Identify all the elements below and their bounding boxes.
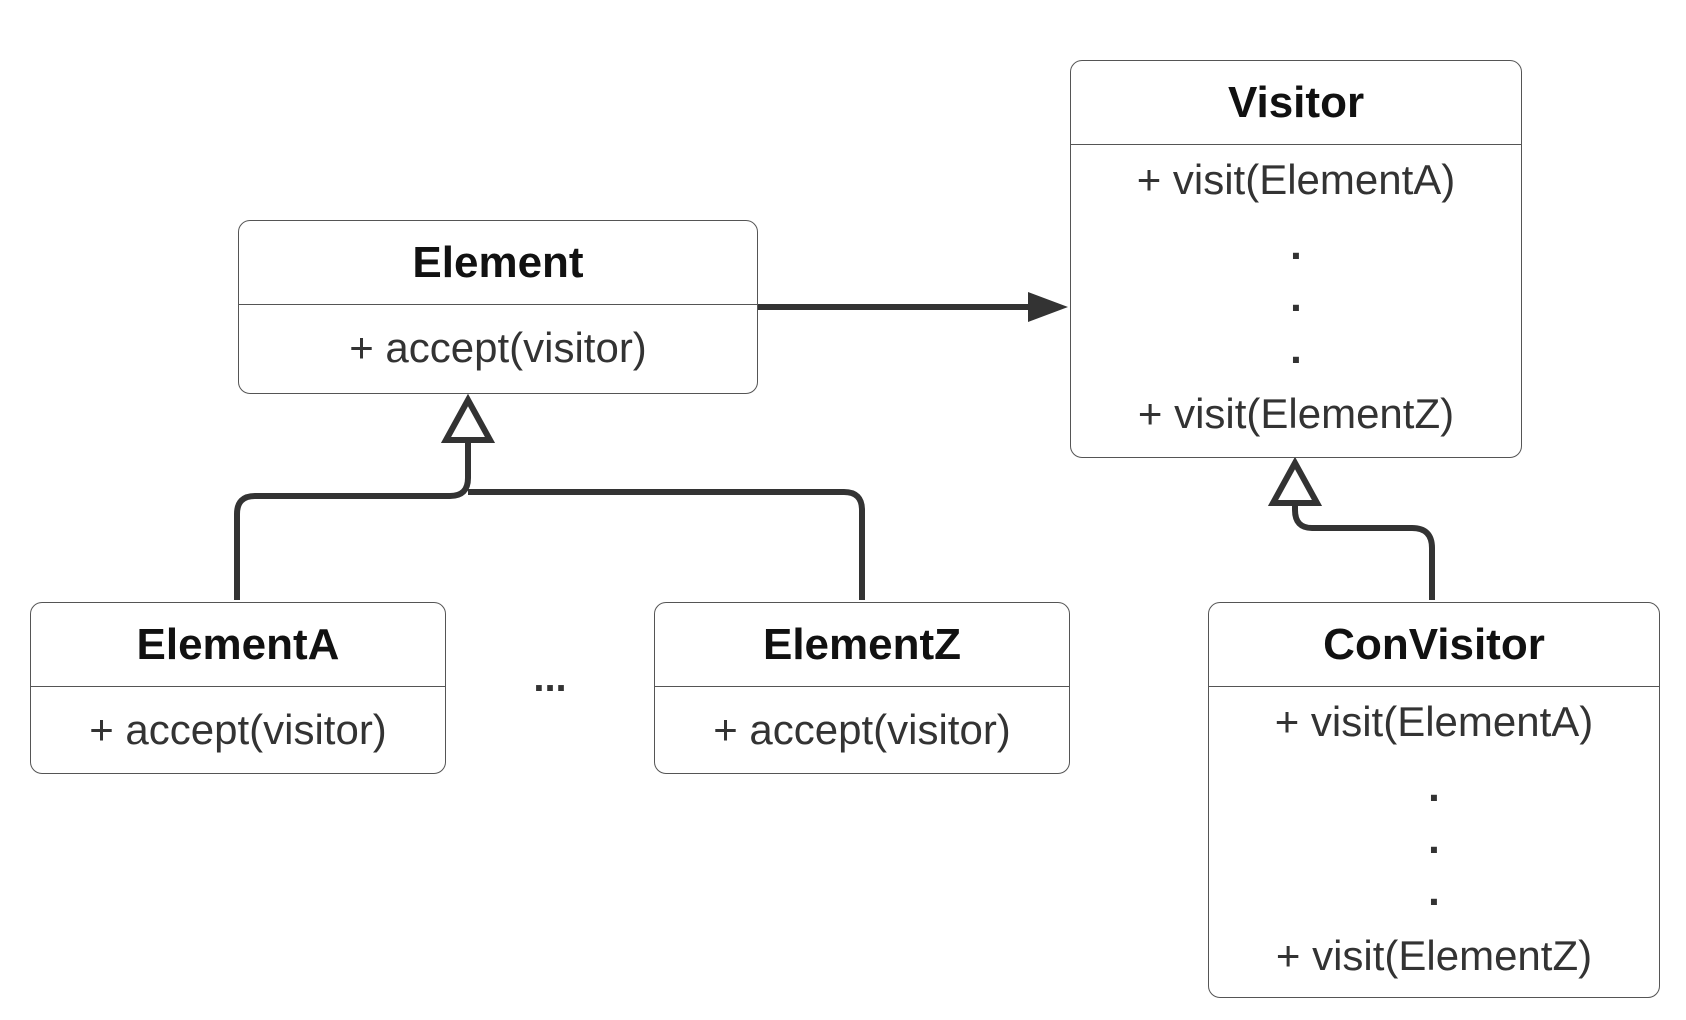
class-visitor[interactable]: Visitor + visit(ElementA) . . . + visit(… [1070, 60, 1522, 458]
class-element-methods: + accept(visitor) [239, 305, 757, 391]
class-element-a[interactable]: ElementA + accept(visitor) [30, 602, 446, 774]
method-visit-element-z: + visit(ElementZ) [1275, 932, 1593, 979]
association-arrowhead [1028, 292, 1068, 322]
class-con-visitor[interactable]: ConVisitor + visit(ElementA) . . . + vis… [1208, 602, 1660, 998]
method-accept: + accept(visitor) [89, 706, 387, 753]
method-ellipsis-dot: . [1428, 867, 1440, 914]
method-ellipsis-dot: . [1290, 325, 1302, 372]
method-ellipsis-dot: . [1428, 815, 1440, 862]
class-element-a-methods: + accept(visitor) [31, 687, 445, 773]
inheritance-arrowhead-visitor [1267, 456, 1323, 506]
inheritance-line-element-z [468, 489, 865, 600]
class-con-visitor-name: ConVisitor [1209, 603, 1659, 687]
class-element-z[interactable]: ElementZ + accept(visitor) [654, 602, 1070, 774]
method-accept: + accept(visitor) [713, 706, 1011, 753]
class-element-a-name: ElementA [31, 603, 445, 687]
method-accept: + accept(visitor) [349, 324, 647, 371]
class-element[interactable]: Element + accept(visitor) [238, 220, 758, 394]
more-elements-ellipsis: ... [533, 656, 567, 700]
method-visit-element-z: + visit(ElementZ) [1137, 390, 1455, 437]
class-visitor-methods: + visit(ElementA) . . . + visit(ElementZ… [1071, 145, 1521, 457]
inheritance-line-con-visitor [1292, 503, 1435, 600]
method-ellipsis-dot: . [1290, 273, 1302, 320]
class-element-name: Element [239, 221, 757, 305]
inheritance-arrowhead-element [440, 393, 496, 443]
class-con-visitor-methods: + visit(ElementA) . . . + visit(ElementZ… [1209, 687, 1659, 997]
method-ellipsis-dot: . [1290, 221, 1302, 268]
method-visit-element-a: + visit(ElementA) [1136, 156, 1456, 203]
inheritance-line-element-a [234, 440, 471, 600]
class-element-z-name: ElementZ [655, 603, 1069, 687]
method-visit-element-a: + visit(ElementA) [1274, 698, 1594, 745]
class-element-z-methods: + accept(visitor) [655, 687, 1069, 773]
class-visitor-name: Visitor [1071, 61, 1521, 145]
method-ellipsis-dot: . [1428, 763, 1440, 810]
